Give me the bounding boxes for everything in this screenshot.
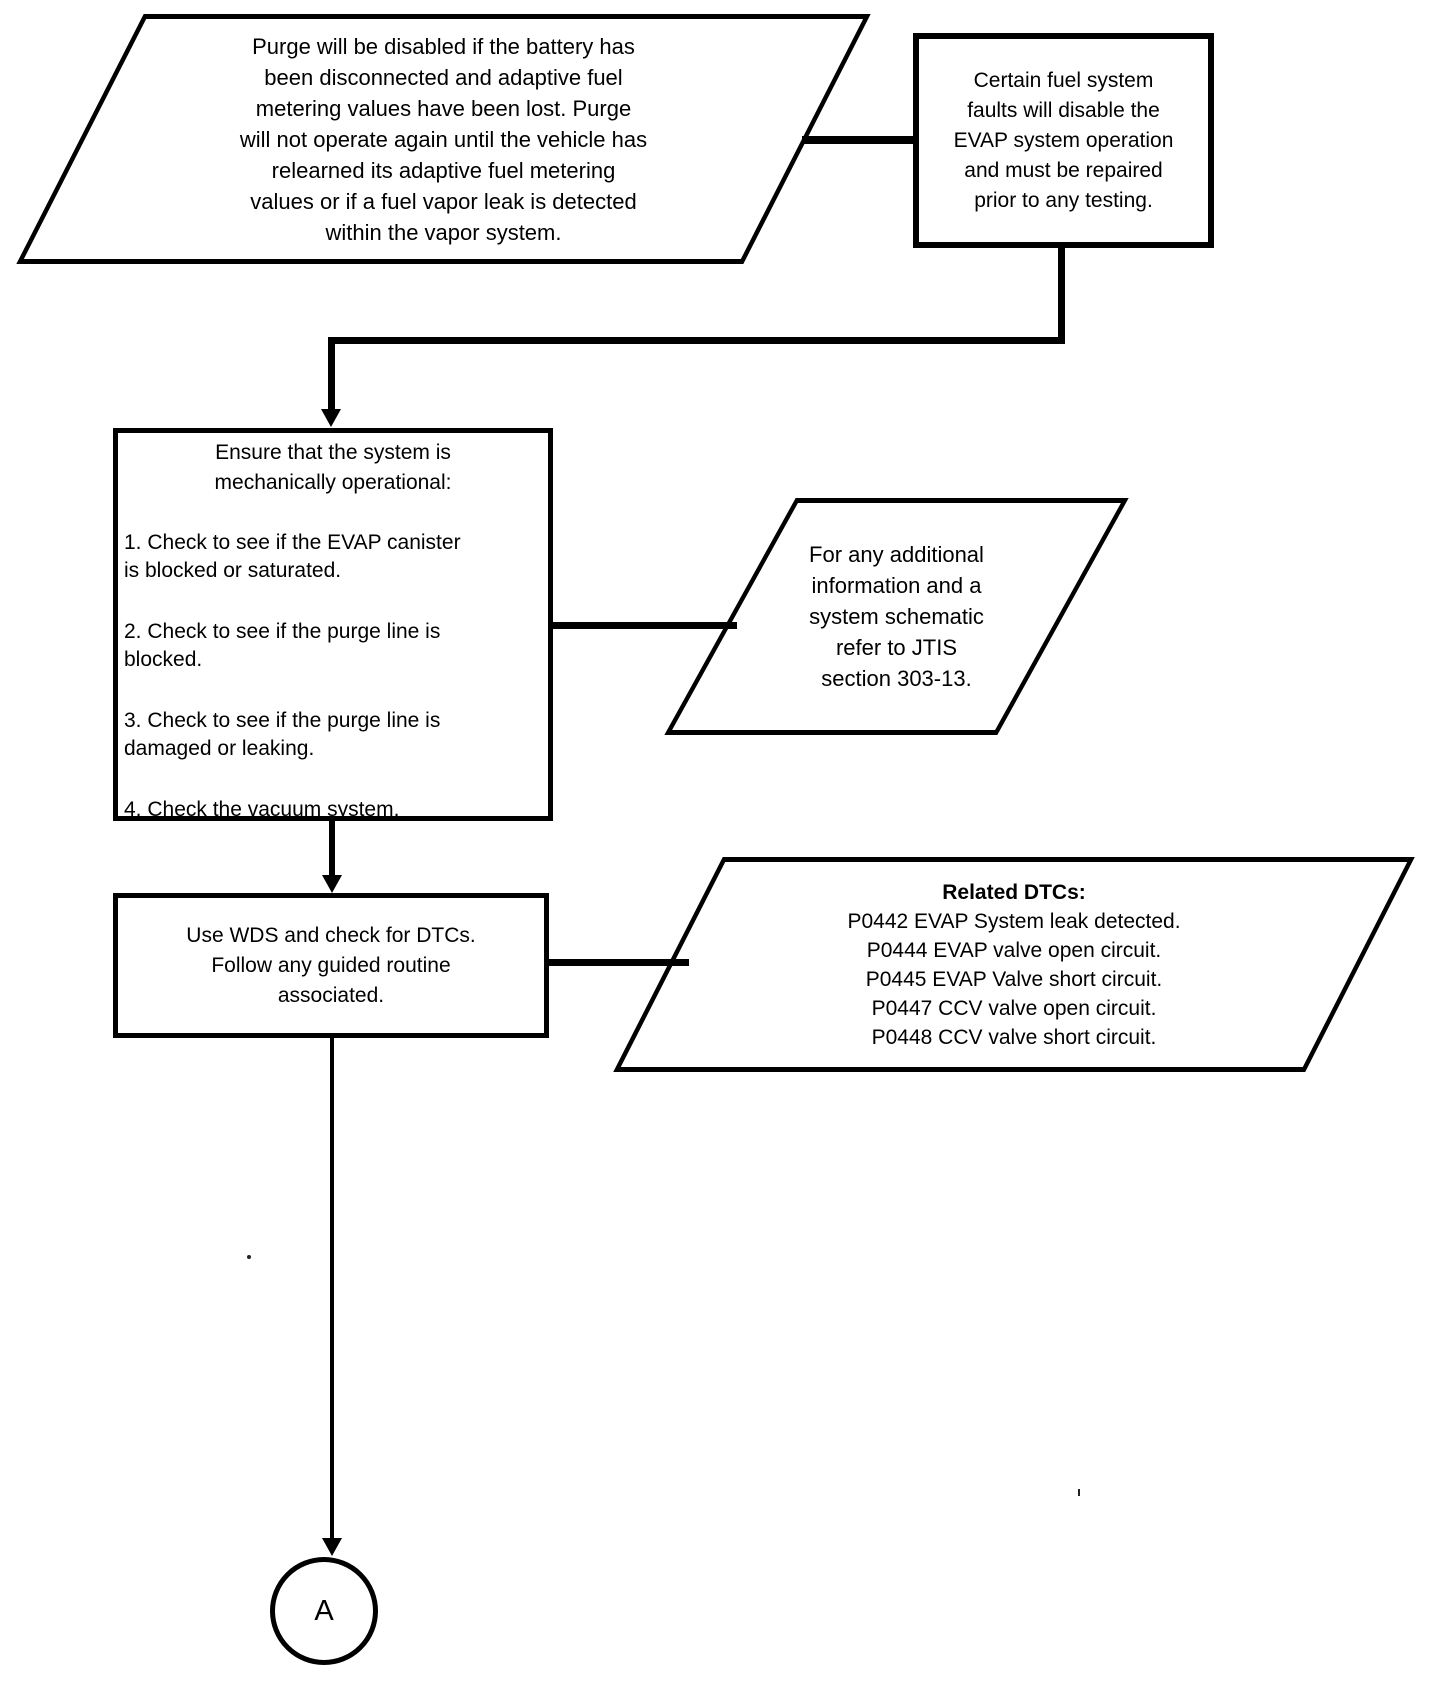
connector-fuelfaults-horizontal-segment [328,337,1065,344]
ensure-operational-box: Ensure that the system is mechanically o… [113,428,553,821]
purge-disabled-note-text: Purge will be disabled if the battery ha… [239,33,648,245]
ensure-item-4: 4. Check the vacuum system. [124,798,400,821]
connector-wds-to-dtc [548,959,689,966]
fuel-faults-box: Certain fuel system faults will disable … [913,33,1214,248]
jtis-reference-text: For any additional information and a sys… [809,542,984,691]
offpage-connector-label: A [314,1594,334,1627]
offpage-connector-a: A [270,1557,378,1665]
arrowhead-into-a-connector [322,1538,342,1556]
related-dtcs-parallelogram: Related DTCs: P0442 EVAP System leak det… [613,857,1415,1072]
scan-speck [247,1255,251,1259]
arrowhead-into-wds-box [322,875,342,893]
related-dtcs-heading: Related DTCs: [942,880,1086,904]
scan-speck [1078,1489,1080,1496]
connector-wds-to-a [330,1038,334,1539]
fuel-faults-text: Certain fuel system faults will disable … [953,68,1174,212]
ensure-item-1: 1. Check to see if the EVAP canister is … [124,531,461,582]
wds-check-text: Use WDS and check for DTCs. Follow any g… [186,923,476,1007]
arrowhead-into-ensure-box [321,409,341,427]
related-dtcs-list: P0442 EVAP System leak detected. P0444 E… [847,909,1181,1049]
ensure-heading: Ensure that the system is mechanically o… [214,441,452,494]
purge-disabled-note-parallelogram: Purge will be disabled if the battery ha… [16,14,871,264]
connector-purge-to-fuelfaults [802,136,914,144]
ensure-item-2: 2. Check to see if the purge line is blo… [124,620,441,671]
jtis-reference-parallelogram: For any additional information and a sys… [664,498,1129,735]
wds-check-box: Use WDS and check for DTCs. Follow any g… [113,893,549,1038]
connector-fuelfaults-vertical-segment [328,337,335,411]
ensure-item-3: 3. Check to see if the purge line is dam… [124,709,441,760]
connector-fuelfaults-down-segment [1058,248,1065,344]
connector-ensure-to-jtis [551,622,737,629]
connector-ensure-to-wds [329,820,335,876]
